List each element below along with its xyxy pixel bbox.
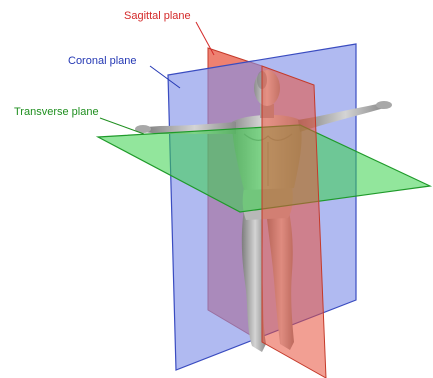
transverse-leader-line [100, 118, 144, 134]
transverse-plane-label: Transverse plane [14, 106, 99, 118]
sagittal-plane-label: Sagittal plane [124, 10, 191, 22]
right-hand [376, 101, 392, 109]
coronal-plane-label: Coronal plane [68, 55, 137, 67]
sagittal-leader-line [196, 22, 214, 55]
